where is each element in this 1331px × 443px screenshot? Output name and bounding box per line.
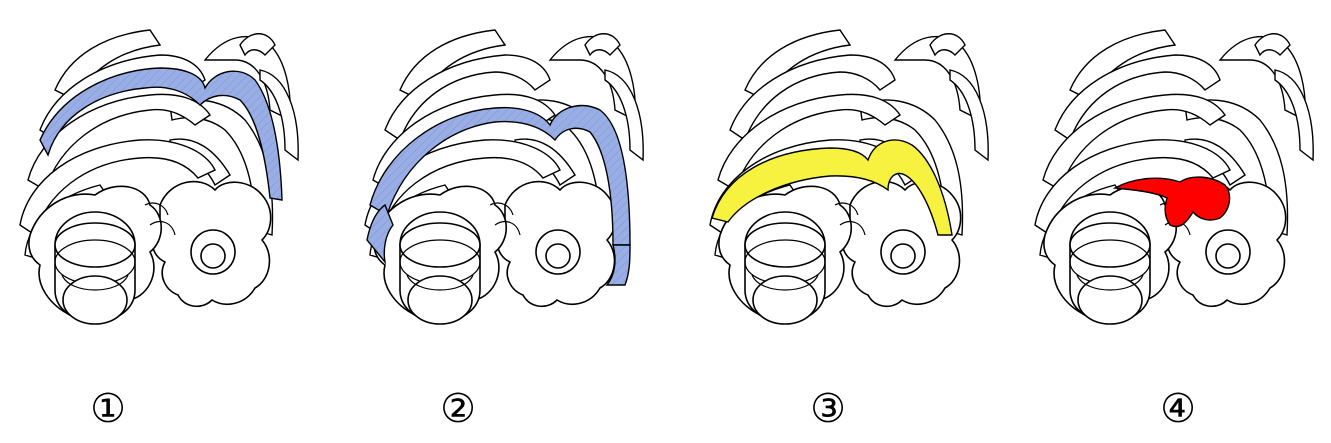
intake-volume-highlight [39,67,283,201]
compression-step-2: ② [345,0,675,443]
screw-rotor-diagram-1 [19,29,299,325]
screw-rotor-diagram-3 [709,29,989,325]
intake-volume-highlight-lower [366,203,394,265]
intake-volume-highlight-right [605,244,631,286]
compression-volume-highlight [711,139,953,236]
compression-step-1: ① [0,0,330,443]
screw-rotor-diagram-4 [1034,29,1314,325]
compression-step-3: ③ [690,0,1020,443]
discharge-volume-highlight [1112,176,1231,228]
step-label: ② [440,386,476,432]
step-label: ③ [810,386,846,432]
step-label: ① [90,386,126,432]
screw-rotor-diagram-2 [364,29,644,325]
step-label: ④ [1160,386,1196,432]
compression-step-4: ④ [1015,0,1331,443]
